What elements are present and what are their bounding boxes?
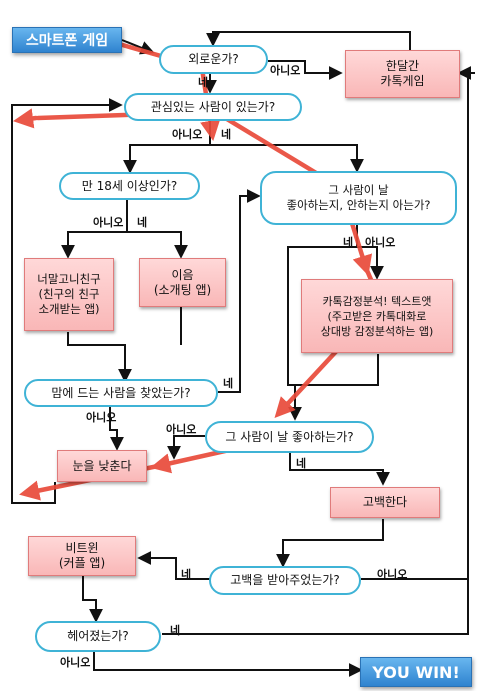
label-likes-no: 아니오 bbox=[166, 423, 197, 436]
node-confess: 고백한다 bbox=[330, 487, 440, 518]
node-found-person: 맘에 드는 사람을 찾았는가? bbox=[24, 379, 218, 407]
node-lower-standards: 눈을 낮춘다 bbox=[57, 450, 147, 482]
node-between-app: 비트윈 (커플 앱) bbox=[28, 536, 136, 576]
node-lonely: 외로운가? bbox=[159, 45, 268, 74]
win-banner: YOU WIN! bbox=[360, 657, 472, 687]
node-kakao-game: 한달간 카톡게임 bbox=[345, 50, 460, 98]
node-likes-me-known: 그 사람이 날 좋아하는지, 안하는지 아는가? bbox=[260, 171, 457, 225]
label-broke-no: 아니오 bbox=[60, 656, 91, 669]
label-lonely-yes: 네 bbox=[198, 76, 209, 89]
label-accepted-yes: 네 bbox=[181, 568, 192, 581]
label-age-yes: 네 bbox=[137, 216, 148, 229]
node-age18: 만 18세 이상인가? bbox=[59, 172, 200, 200]
label-found-yes: 네 bbox=[223, 377, 234, 390]
label-age-no: 아니오 bbox=[93, 216, 124, 229]
label-crush-yes: 네 bbox=[221, 128, 232, 141]
node-crush: 관심있는 사람이 있는가? bbox=[124, 93, 302, 121]
label-broke-yes: 네 bbox=[170, 624, 181, 637]
label-know-yes: 네 bbox=[343, 236, 354, 249]
node-kakao-analysis: 카톡감정분석! 텍스트앳 (주고받은 카톡대화로 상대방 감정분석하는 앱) bbox=[301, 279, 453, 353]
label-likes-yes: 네 bbox=[296, 457, 307, 470]
label-know-no: 아니오 bbox=[365, 236, 396, 249]
label-found-no: 아니오 bbox=[86, 411, 117, 424]
node-broke-up: 헤어졌는가? bbox=[35, 621, 161, 652]
title-banner: 스마트폰 게임 bbox=[12, 27, 122, 53]
node-accepted: 고백을 받아주었는가? bbox=[209, 566, 361, 595]
node-likes-me-question: 그 사람이 날 좋아하는가? bbox=[205, 421, 374, 453]
node-eum-app: 이음 (소개팅 앱) bbox=[139, 258, 226, 307]
node-friend-of-friend-app: 너말고니친구 (친구의 친구 소개받는 앱) bbox=[24, 258, 114, 331]
label-accepted-no: 아니오 bbox=[377, 568, 408, 581]
label-crush-no: 아니오 bbox=[172, 128, 203, 141]
label-lonely-no: 아니오 bbox=[270, 64, 301, 77]
